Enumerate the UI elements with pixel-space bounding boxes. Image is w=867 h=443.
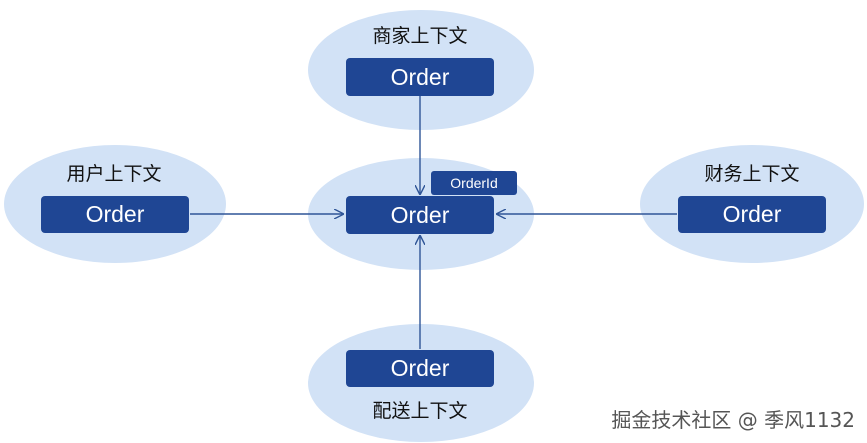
orderid-badge: OrderId bbox=[431, 171, 517, 195]
center-order-box: Order bbox=[346, 196, 494, 234]
user-context-label: 用户上下文 bbox=[66, 163, 162, 185]
watermark: 掘金技术社区 @ 季风1132 bbox=[611, 408, 855, 432]
finance-context-label: 财务上下文 bbox=[704, 163, 800, 185]
delivery-order-box: Order bbox=[346, 350, 494, 387]
user-order-box: Order bbox=[41, 196, 189, 233]
merchant-context-label: 商家上下文 bbox=[372, 25, 468, 47]
merchant-order-box: Order bbox=[346, 58, 494, 96]
delivery-context-label: 配送上下文 bbox=[372, 400, 468, 422]
finance-order-box: Order bbox=[678, 196, 826, 233]
